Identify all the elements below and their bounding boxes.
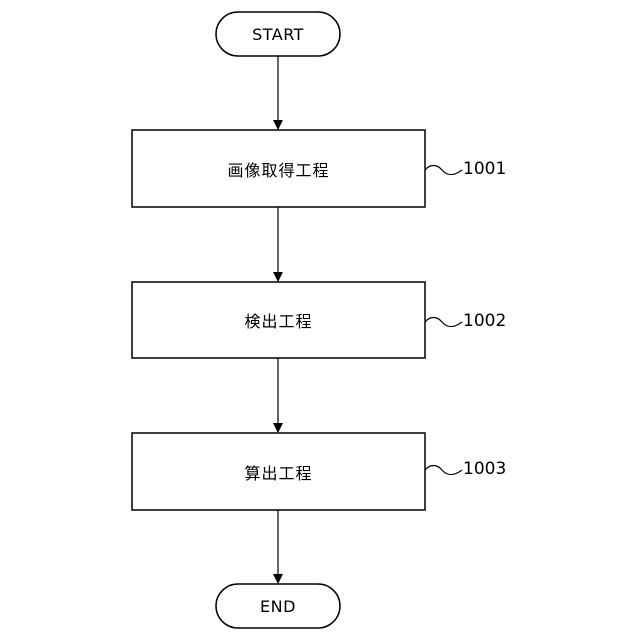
step-label-1002: 検出工程 (132, 282, 425, 358)
step-label-1001: 画像取得工程 (132, 130, 425, 207)
ref-number-1003: 1003 (463, 459, 506, 479)
ref-number-1001: 1001 (463, 159, 506, 179)
leader-line-1003 (425, 466, 462, 475)
leader-line-1002 (425, 318, 462, 327)
step-label-1003: 算出工程 (132, 433, 425, 510)
end-label: END (216, 584, 340, 628)
leader-line-1001 (425, 166, 462, 175)
ref-number-1002: 1002 (463, 311, 506, 331)
start-label: START (216, 12, 340, 56)
